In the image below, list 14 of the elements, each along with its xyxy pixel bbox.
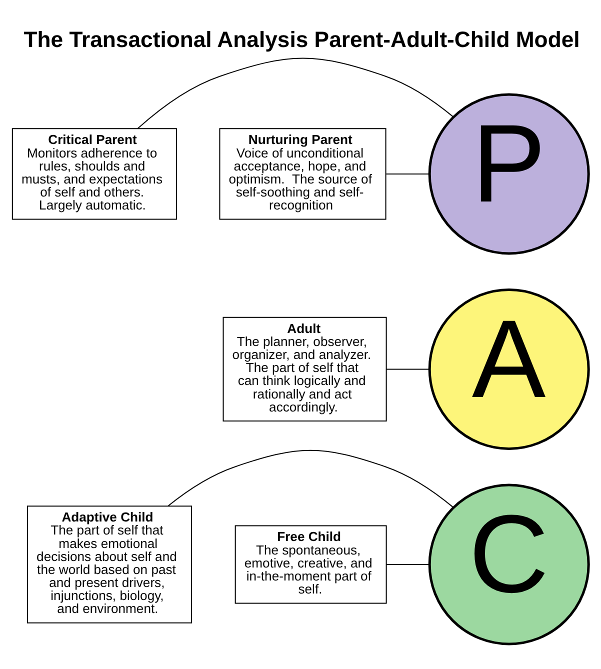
node-box: Adaptive Child The part of self that makes emotional decisions about self and the world based on past and present drivers, injunctions, biology, and environment. [27,505,192,623]
node-box: Free Child The spontaneous, emotive, creative, and in-the-moment part of self. [234,524,387,604]
node-box: Critical Parent Monitors adherence to rules, shoulds and musts, and expectations of self and others. Largely automatic. [12,128,177,220]
connector [386,368,430,370]
connector [137,57,454,129]
connector [386,172,430,174]
node-circle: P [428,92,590,254]
connector [386,563,430,564]
diagram-title: The Transactional Analysis Parent-Adult-Child Model [24,26,580,52]
node-circle: C [428,483,590,645]
node-box: Adult The planner, observer, organizer, and analyzer. The part of self that can think logically and rationally and act accordingly. [222,316,387,422]
node-box: Nurturing Parent Voice of unconditional acceptance, hope, and optimism. The source of self-soothing and self-recognition [219,128,386,220]
connector [168,449,454,508]
node-circle: A [428,288,590,450]
